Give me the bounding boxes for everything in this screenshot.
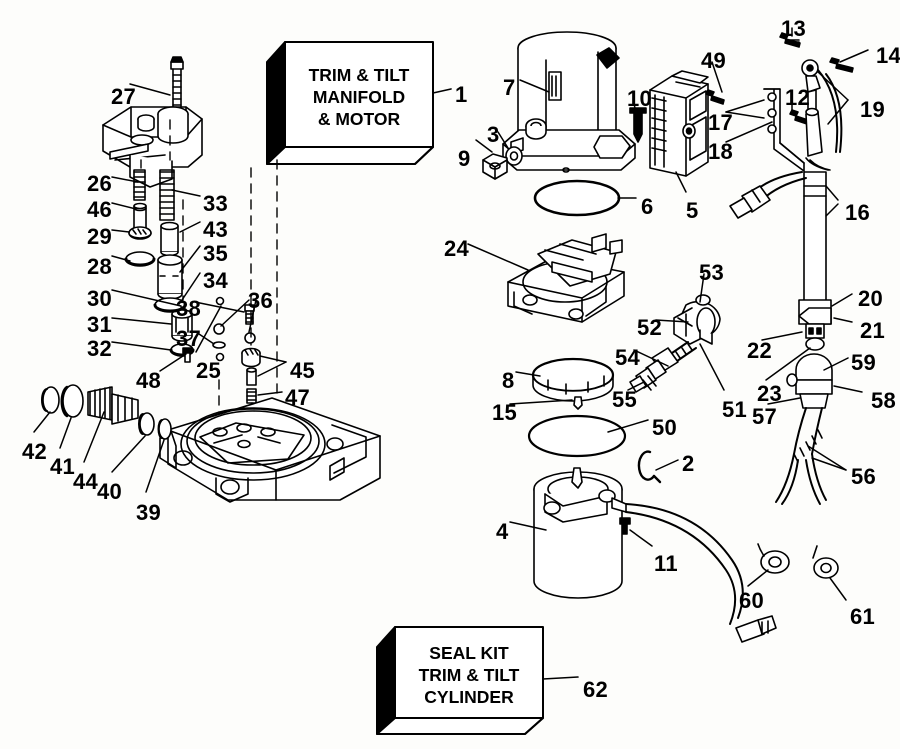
- harness-assembly: [757, 353, 839, 579]
- callout-number-28: 28: [87, 254, 113, 279]
- callout-number-37: 37: [176, 326, 202, 351]
- motor-cover: [482, 31, 647, 217]
- callout-number-14: 14: [876, 43, 900, 68]
- callout-number-42: 42: [22, 439, 48, 464]
- callout-number-62: 62: [583, 677, 609, 702]
- callout-number-34: 34: [203, 268, 229, 293]
- callout-number-50: 50: [652, 415, 678, 440]
- callout-number-2: 2: [682, 451, 695, 476]
- callout-number-52: 52: [637, 315, 663, 340]
- callout-number-17: 17: [708, 110, 734, 135]
- callout-number-7: 7: [503, 75, 516, 100]
- manifold-block: [102, 56, 203, 188]
- callout-number-13: 13: [781, 16, 807, 41]
- callout-number-47: 47: [285, 385, 311, 410]
- callout-number-21: 21: [860, 318, 886, 343]
- callout-number-38: 38: [176, 296, 202, 321]
- callout-number-56: 56: [851, 464, 877, 489]
- callout-number-51: 51: [722, 397, 748, 422]
- callout-number-20: 20: [858, 286, 884, 311]
- leader-lines: [33, 27, 869, 601]
- base-plate: [159, 397, 381, 503]
- callout-number-43: 43: [203, 217, 229, 242]
- callout-number-48: 48: [136, 368, 162, 393]
- callout-number-30: 30: [87, 286, 113, 311]
- terminal-bracket: [705, 32, 854, 172]
- callout-number-49: 49: [701, 48, 727, 73]
- callout-number-18: 18: [708, 139, 734, 164]
- callout-number-16: 16: [845, 200, 871, 225]
- callout-number-59: 59: [851, 350, 877, 375]
- callout-number-46: 46: [87, 197, 113, 222]
- title-box-shape: [266, 41, 434, 165]
- callout-number-44: 44: [73, 469, 99, 494]
- callout-number-11: 11: [654, 551, 678, 576]
- callout-number-25: 25: [196, 358, 222, 383]
- left-seal-parts: [41, 384, 172, 440]
- callout-number-60: 60: [739, 588, 765, 613]
- callout-number-8: 8: [502, 368, 515, 393]
- callout-number-23: 23: [757, 381, 783, 406]
- callout-number-27: 27: [111, 84, 137, 109]
- callout-number-29: 29: [87, 224, 113, 249]
- callout-number-4: 4: [496, 519, 509, 544]
- callout-number-33: 33: [203, 191, 229, 216]
- callout-number-41: 41: [50, 454, 76, 479]
- seal-kit-box-shape: [376, 626, 544, 735]
- battery-cable: [729, 59, 843, 351]
- callout-number-9: 9: [458, 146, 471, 171]
- callout-number-6: 6: [641, 194, 654, 219]
- callout-number-32: 32: [87, 336, 113, 361]
- callout-number-1: 1: [455, 82, 468, 107]
- seal-kit-box-label: SEAL KIT TRIM & TILT CYLINDER: [418, 643, 520, 707]
- callout-number-35: 35: [203, 241, 229, 266]
- callout-number-40: 40: [97, 479, 123, 504]
- relay-block: [649, 70, 709, 177]
- callout-number-39: 39: [136, 500, 162, 525]
- callout-number-54: 54: [615, 345, 641, 370]
- callout-number-45: 45: [290, 358, 316, 383]
- title-box-label: TRIM & TILT MANIFOLD & MOTOR: [308, 65, 410, 129]
- callout-number-61: 61: [850, 604, 876, 629]
- pump-manifold: [507, 233, 625, 323]
- callout-number-22: 22: [747, 338, 773, 363]
- callout-number-24: 24: [444, 236, 470, 261]
- callout-number-31: 31: [87, 312, 113, 337]
- reservoir-assembly: [527, 357, 777, 643]
- callout-number-36: 36: [248, 288, 274, 313]
- callout-number-10: 10: [627, 86, 653, 111]
- callout-number-26: 26: [87, 171, 113, 196]
- callout-number-3: 3: [487, 122, 500, 147]
- callout-number-57: 57: [752, 404, 778, 429]
- callout-number-58: 58: [871, 388, 897, 413]
- sender-assembly: [629, 294, 721, 393]
- callout-number-5: 5: [686, 198, 699, 223]
- callout-number-53: 53: [699, 260, 725, 285]
- center-column-parts: [153, 169, 261, 404]
- callout-number-55: 55: [612, 387, 638, 412]
- callout-number-19: 19: [860, 97, 886, 122]
- callout-number-15: 15: [492, 400, 518, 425]
- callout-number-12: 12: [785, 85, 811, 110]
